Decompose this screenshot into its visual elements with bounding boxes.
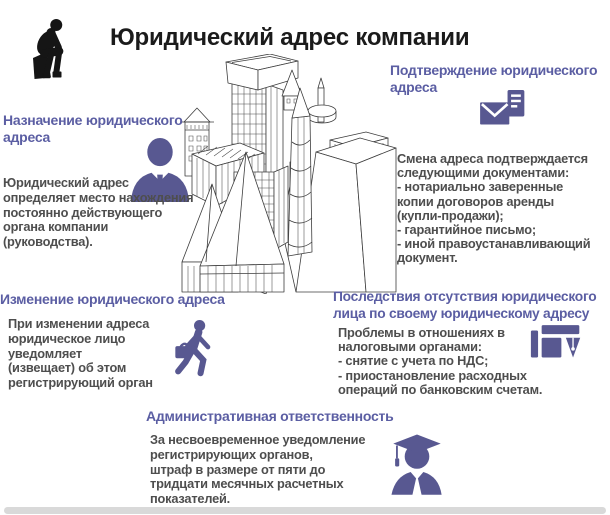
section-confirmation-heading: Подтверждение юридического адреса [390,62,598,95]
section-confirmation: Подтверждение юридического адреса [390,62,605,96]
graduate-icon [386,427,448,495]
section-liability-heading: Административная ответственность [146,408,394,424]
mail-document-icon [477,90,531,136]
section-consequences: Последствия отсутствия юридического лица… [333,288,610,322]
page-title: Юридический адрес компании [110,24,470,51]
section-liability: Административная ответственность [146,408,476,425]
city-sketch [170,54,398,294]
walking-person-icon [166,317,222,379]
section-change-body: При изменении адреса юридическое лицо ув… [8,316,153,391]
footer-divider-bar [4,507,606,514]
section-purpose-heading: Назначение юридического адреса [3,112,183,145]
section-purpose: Назначение юридического адреса [3,112,213,146]
section-liability-body: За несвоевременное уведомление регистрир… [150,432,366,507]
thinker-statue-icon [24,6,78,92]
section-purpose-body: Юридический адрес определяет место нахож… [3,175,194,250]
section-change-heading: Изменение юридического адреса [0,291,225,307]
section-change: Изменение юридического адреса [0,291,250,308]
businessman-icon [128,136,192,202]
section-consequences-body: Проблемы в отношениях в налоговыми орган… [338,325,543,397]
section-consequences-heading: Последствия отсутствия юридического лица… [333,289,597,321]
section-confirmation-body: Смена адреса подтверждается следующими д… [397,151,591,266]
documents-pen-icon [530,323,582,365]
